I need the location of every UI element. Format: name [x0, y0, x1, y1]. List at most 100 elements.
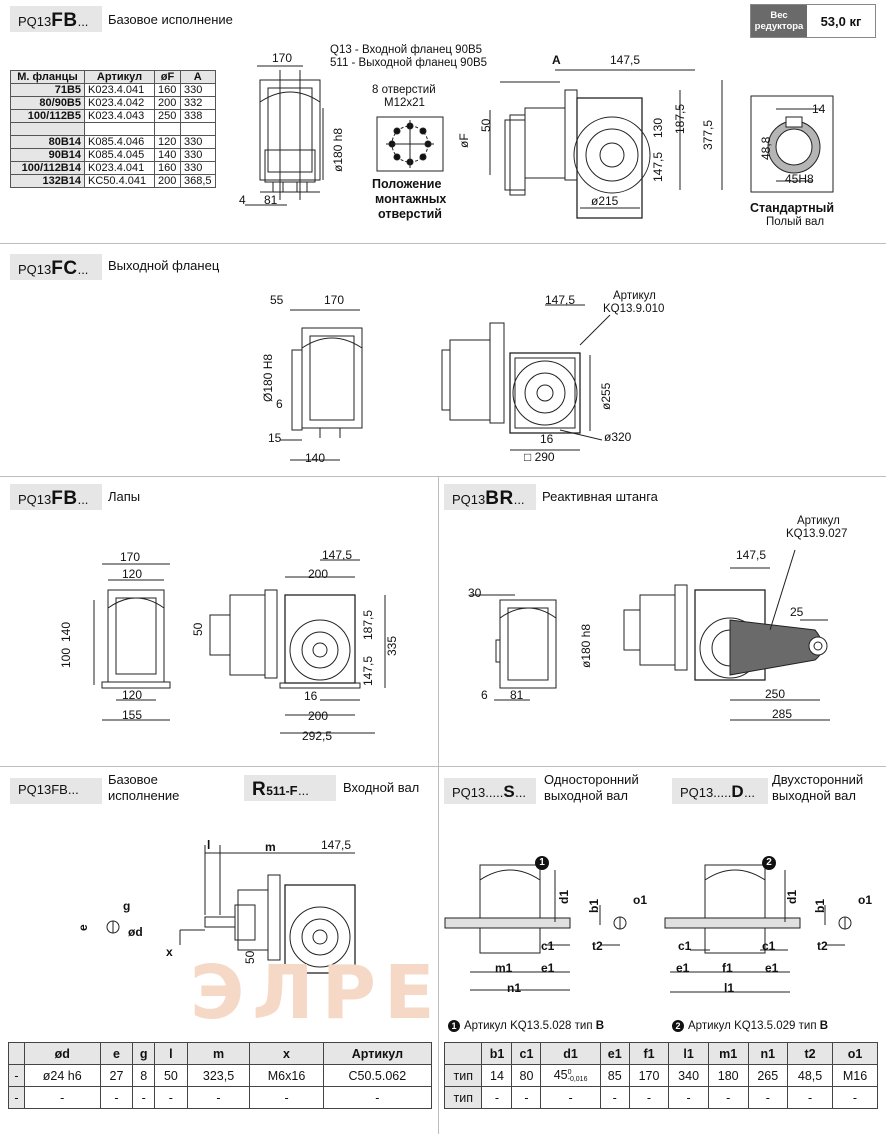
holes-caption-1: Положение [372, 177, 442, 191]
single-shaft-title-2: выходной вал [544, 788, 628, 803]
dim-200-bottom: 200 [308, 709, 329, 723]
table-cell: 180 [707, 1064, 749, 1087]
table-cell: - [832, 1086, 878, 1109]
dim-n1: n1 [507, 981, 522, 995]
table-cell: - [186, 1086, 251, 1109]
dim-292-5: 292,5 [302, 729, 333, 743]
dim-l: l [207, 838, 211, 852]
d1-tolerance: 0-0,016 [568, 1069, 588, 1083]
double-shaft-view [664, 864, 801, 993]
dim-l1: l1 [724, 981, 735, 995]
input-shaft-view [179, 845, 356, 974]
divider [438, 766, 439, 1134]
key-section-1 [599, 905, 627, 946]
feet-side-view [209, 559, 386, 734]
dim-14: 14 [812, 102, 826, 116]
dim-215: ø215 [591, 194, 619, 208]
dim-81: 81 [264, 193, 278, 207]
flange-col-header: М. фланцы [10, 70, 85, 84]
table-header-cell: Артикул [322, 1042, 433, 1065]
table-header-cell: l1 [668, 1042, 709, 1065]
dim-d: ød [128, 925, 143, 939]
dim-81: 81 [510, 688, 524, 702]
table-cell: 80 [511, 1064, 542, 1087]
section5-title-1: Базовое [108, 772, 158, 787]
dim-45H8: 45H8 [785, 172, 814, 186]
marker-2-caption: 2 [672, 1020, 684, 1032]
table-cell: тип [443, 1064, 483, 1087]
table-cell: 100/112B14 [10, 161, 85, 175]
table-cell: K085.4.045 [84, 148, 155, 162]
table-row: -------- [8, 1086, 433, 1109]
table-cell: K023.4.041 [84, 83, 155, 97]
table-header-cell: ød [23, 1042, 101, 1065]
table-cell: 340 [668, 1064, 709, 1087]
table-cell: - [322, 1086, 433, 1109]
watermark: ЭЛРЕ [190, 950, 443, 1036]
dim-e1-right: e1 [765, 961, 779, 975]
dim-147-5-vertical: 147,5 [361, 655, 375, 686]
table-header-cell: x [249, 1042, 324, 1065]
table-cell: - [8, 1086, 25, 1109]
flange-col-header: øF [154, 70, 181, 84]
table-cell: K085.4.046 [84, 135, 155, 149]
table-cell [84, 122, 155, 136]
dim-f1: f1 [722, 961, 733, 975]
dim-155: 155 [122, 708, 143, 722]
table-header-cell: m1 [707, 1042, 749, 1065]
double-shaft-title-1: Двухсторонний [772, 772, 864, 787]
holes-thread: M12x21 [384, 97, 425, 109]
table-cell: - [787, 1086, 834, 1109]
dim-147-5: 147,5 [321, 838, 352, 852]
dim-147-5-vertical: 147,5 [651, 151, 665, 182]
flange-col-header: A [180, 70, 216, 84]
dim-c1-right: c1 [762, 939, 776, 953]
key-section-2 [824, 905, 852, 946]
art-number: KQ13.9.010 [603, 303, 665, 315]
dim-147-5: 147,5 [322, 548, 353, 562]
note-input-flange: Q13 - Входной фланец 90B5 [330, 44, 483, 56]
dim-48-8: 48,8 [759, 136, 773, 160]
table-cell: K023.4.043 [84, 109, 155, 123]
dim-o1: o1 [633, 893, 648, 907]
dim-187-5: 187,5 [673, 103, 687, 134]
dim-A: A [552, 53, 561, 67]
table-header-cell: b1 [481, 1042, 513, 1065]
holes-count: 8 отверстий [372, 84, 436, 96]
table-cell: 250 [154, 109, 181, 123]
table-cell: 132B14 [10, 174, 85, 188]
weight-value: 53,0 кг [820, 13, 862, 29]
dim-140: 140 [59, 621, 73, 642]
dim-t2: t2 [592, 939, 603, 953]
dim-16: 16 [540, 432, 554, 446]
table-cell: 330 [180, 83, 216, 97]
dim-d1-double: d1 [785, 889, 799, 904]
table-cell: - [249, 1086, 324, 1109]
table-cell: ø24 h6 [23, 1064, 101, 1087]
dim-x: x [166, 945, 173, 959]
dim-180h8: ø180 h8 [579, 623, 593, 668]
single-shaft-view [444, 864, 571, 991]
double-shaft-code: PQ13.....D... [672, 778, 768, 804]
dim-b1: b1 [587, 898, 601, 913]
marker-1: 1 [535, 856, 549, 870]
weight-badge: Вес редуктора 53,0 кг [750, 4, 876, 38]
input-shaft-title: Входной вал [343, 780, 420, 795]
shaft-section-diagram [106, 920, 120, 934]
table-cell: - [628, 1086, 670, 1109]
art-label: Артикул [797, 515, 840, 527]
table-header-cell: t2 [787, 1042, 834, 1065]
marker-2: 2 [762, 856, 776, 870]
dim-255: ø255 [599, 382, 613, 410]
dim-b1-double: b1 [813, 898, 827, 913]
table-cell: 8 [132, 1064, 156, 1087]
dim-50: 50 [191, 622, 205, 636]
